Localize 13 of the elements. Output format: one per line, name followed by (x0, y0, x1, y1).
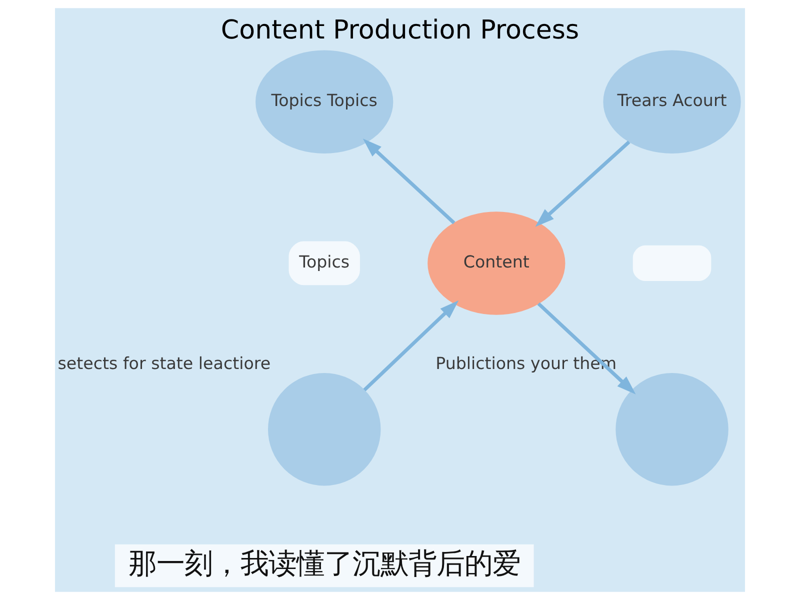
arrow (362, 138, 456, 224)
node-box (632, 245, 712, 282)
node-circle (268, 372, 381, 486)
node-ellipse: Trears Acourt (603, 50, 741, 154)
node-ellipse: Topics Topics (256, 50, 394, 154)
node-box: Topics (288, 241, 360, 286)
diagram-title: Content Production Process (220, 15, 580, 46)
arrow (537, 302, 636, 394)
label: 那一刻，我读懂了沉默背后的爱 (128, 547, 520, 580)
arrow (535, 140, 630, 227)
node-ellipse: Content (428, 212, 566, 315)
node-label: setects for state leactiore (58, 354, 271, 374)
arrow (363, 300, 459, 392)
